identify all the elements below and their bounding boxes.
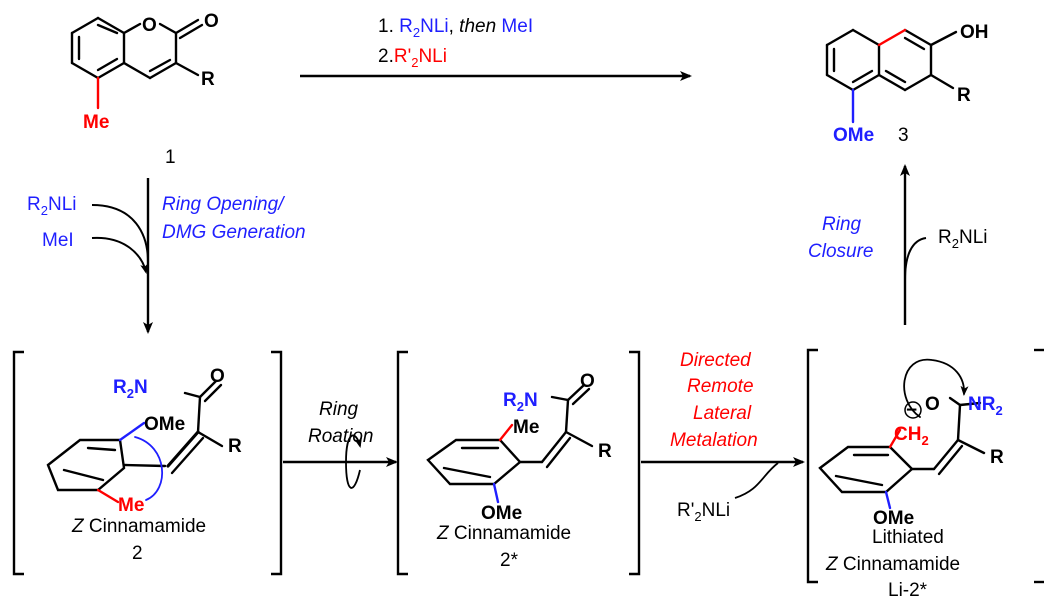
compound-3-hydroxyl: OH (960, 22, 989, 43)
compound-2-star-methyl-bond (498, 423, 514, 442)
metalation-curved-arrow (734, 462, 779, 499)
compound-2-methoxy: OMe (144, 414, 185, 435)
ring-rotation-label-1: Ring (319, 399, 359, 420)
compound-2-bonds (46, 379, 224, 492)
compound-3-methoxy: OMe (833, 125, 874, 146)
top-arrow-step-2: 2.R'2NLi (378, 46, 447, 70)
compound-2-rotation-arrow (134, 436, 164, 501)
bracket-1-right (271, 350, 283, 576)
compound-3-bonds (825, 28, 958, 92)
right-arrow-reagent: R2NLi (938, 227, 987, 251)
compound-li-2-star-name: Z Cinnamamide (825, 554, 960, 575)
compound-li-2-star-label-num: Li-2* (888, 580, 928, 600)
compound-2-star-bonds (426, 383, 594, 486)
right-arrow-description-1: Ring (822, 214, 862, 235)
compound-2-star-name: Z Cinnamamide (436, 523, 571, 544)
left-arrow-description-1: Ring Opening/ (162, 194, 285, 215)
brackets (12, 348, 1044, 584)
compound-2 (46, 379, 224, 504)
compound-li-2-star-amide: NR2 (968, 394, 1003, 418)
metalation-label-2: Remote (687, 376, 754, 397)
ring-rotation-label-2: Roation (308, 426, 374, 447)
compound-li-2-star-methoxy-bond (884, 490, 892, 510)
compound-2-star-label: 2* (500, 550, 519, 571)
ring-rotation-circle (345, 434, 362, 489)
compound-2-methyl: Me (118, 495, 144, 516)
bracket-1-left (12, 350, 24, 576)
compound-1 (70, 16, 204, 110)
right-curved-arrow (904, 237, 927, 281)
compound-2-name: Z Cinnamamide (71, 516, 206, 537)
compound-2-carbonyl-oxygen: O (210, 366, 225, 387)
left-arrow-reagent-2: MeI (42, 230, 74, 251)
negative-charge: − (906, 400, 917, 421)
compound-2-star-r-group: R (598, 441, 612, 462)
left-curved-arrow (91, 204, 149, 263)
compound-li-2-star-electron-arrow (903, 358, 969, 418)
bracket-2-left (396, 350, 408, 576)
compound-2-star-methoxy-bond (492, 482, 500, 504)
compound-1-r-group: R (201, 69, 215, 90)
compound-li-2-star-oxygen: O (925, 394, 940, 415)
left-arrow-reagent: R2NLi (27, 194, 76, 218)
compound-li-2-star-benzylic-bond (888, 428, 902, 449)
compound-3 (825, 28, 958, 124)
compound-2-star-methyl: Me (513, 417, 539, 438)
bracket-2-right (629, 350, 641, 576)
compound-2-star-methoxy: OMe (481, 503, 522, 524)
compound-2-star-carbonyl-oxygen: O (580, 371, 595, 392)
compound-1-methyl: Me (83, 112, 109, 133)
compound-1-label: 1 (165, 147, 176, 168)
negative-charge-circle (904, 401, 922, 419)
left-arrow-description-2: DMG Generation (162, 222, 306, 243)
top-arrow-step-1: 1. R2NLi, then MeI (378, 16, 533, 40)
bracket-3-left (806, 348, 818, 584)
right-arrow-description-2: Closure (808, 241, 873, 262)
compound-2-amide-nitrogen: R2N (113, 377, 148, 401)
compound-2-methyl-bond (96, 488, 120, 504)
compound-li-2-star-bonds (818, 396, 986, 494)
compound-2-star-amide-nitrogen: R2N (503, 390, 538, 414)
compound-3-r-group: R (957, 85, 971, 106)
compound-3-new-bond (877, 28, 907, 47)
compound-li-2-star-carbanion: CH2 (894, 424, 929, 448)
compound-2-star (426, 383, 594, 504)
metalation-label-3: Lateral (693, 403, 752, 424)
compound-li-2-star (818, 358, 986, 510)
compound-li-2-star-label-1: Lithiated (872, 527, 944, 548)
metalation-label-4: Metalation (670, 430, 758, 451)
compound-2-label: 2 (132, 543, 143, 564)
compound-3-label: 3 (898, 125, 909, 146)
compound-2-r-group: R (228, 436, 242, 457)
compound-1-carbonyl-oxygen: O (204, 11, 219, 32)
compound-li-2-star-r-group: R (990, 447, 1004, 468)
left-curved-arrow-2 (91, 236, 149, 274)
compound-1-bonds (70, 16, 204, 80)
metalation-label-1: Directed (680, 350, 752, 371)
compound-li-2-star-methoxy: OMe (873, 508, 914, 529)
compound-1-ring-oxygen: O (142, 15, 157, 36)
metalation-reagent: R'2NLi (677, 500, 730, 524)
compound-2-methoxy-bond (118, 421, 146, 442)
